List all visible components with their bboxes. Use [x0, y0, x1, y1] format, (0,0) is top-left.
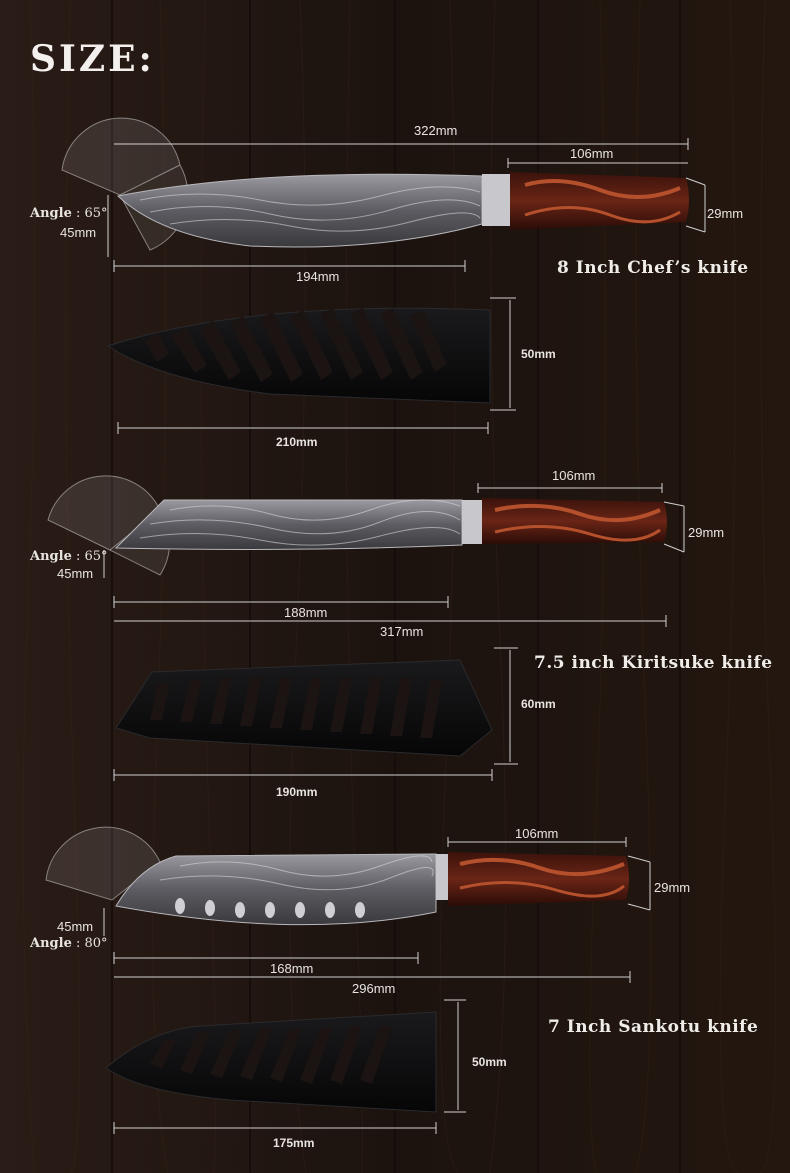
kiritsuke-angle-label: Angle — [30, 549, 72, 564]
chef-height: 45mm — [60, 225, 97, 240]
sankotu-blade-length: 168mm — [270, 961, 314, 976]
chef-angle: Angle : 65° — [30, 206, 108, 221]
kiritsuke-handle-height: 29mm — [688, 525, 725, 540]
chef-knife-name: 8 Inch Chef’s knife — [557, 258, 749, 278]
chef-handle-length: 106mm — [570, 146, 614, 161]
sankotu-angle-value: : 80° — [75, 936, 108, 951]
chef-sheath-height: 50mm — [521, 347, 556, 361]
chef-sheath-length: 210mm — [276, 435, 318, 449]
sankotu-height: 45mm — [57, 919, 94, 934]
kiritsuke-total-length: 317mm — [380, 624, 424, 639]
sankotu-knife-name: 7 Inch Sankotu knife — [548, 1017, 759, 1037]
kiritsuke-dimensions — [103, 483, 685, 781]
kiritsuke-angle-value: : 65° — [75, 549, 108, 564]
kiritsuke-angle: Angle : 65° — [30, 549, 108, 564]
chef-sheath — [106, 307, 491, 404]
chef-knife — [116, 172, 689, 248]
sankotu-sheath — [105, 1011, 437, 1113]
sankotu-total-length: 296mm — [352, 981, 396, 996]
sankotu-sheath-height: 50mm — [472, 1055, 507, 1069]
kiritsuke-height: 45mm — [57, 566, 94, 581]
chef-dimensions — [107, 138, 706, 434]
chef-angle-label: Angle — [30, 206, 72, 221]
kiritsuke-knife — [114, 498, 667, 550]
kiritsuke-blade-length: 188mm — [284, 605, 328, 620]
protractor-3 — [45, 826, 161, 901]
sankotu-angle: Angle : 80° — [30, 936, 108, 951]
chef-total-length: 322mm — [414, 123, 458, 138]
page-title: SIZE: — [30, 38, 155, 80]
kiritsuke-handle-length: 106mm — [552, 468, 596, 483]
kiritsuke-knife-name: 7.5 inch Kiritsuke knife — [534, 653, 773, 673]
sankotu-handle-length: 106mm — [515, 826, 559, 841]
sankotu-dimensions — [103, 837, 651, 1134]
kiritsuke-sheath-length: 190mm — [276, 785, 318, 799]
chef-handle-height: 29mm — [707, 206, 744, 221]
sankotu-handle-height: 29mm — [654, 880, 691, 895]
sankotu-knife — [115, 852, 629, 926]
chef-angle-value: : 65° — [75, 206, 108, 221]
protractor-1 — [61, 117, 189, 251]
chef-blade-length: 194mm — [296, 269, 340, 284]
kiritsuke-sheath-height: 60mm — [521, 697, 556, 711]
sankotu-angle-label: Angle — [30, 936, 72, 951]
sankotu-sheath-length: 175mm — [273, 1136, 315, 1150]
kiritsuke-sheath — [115, 659, 493, 757]
